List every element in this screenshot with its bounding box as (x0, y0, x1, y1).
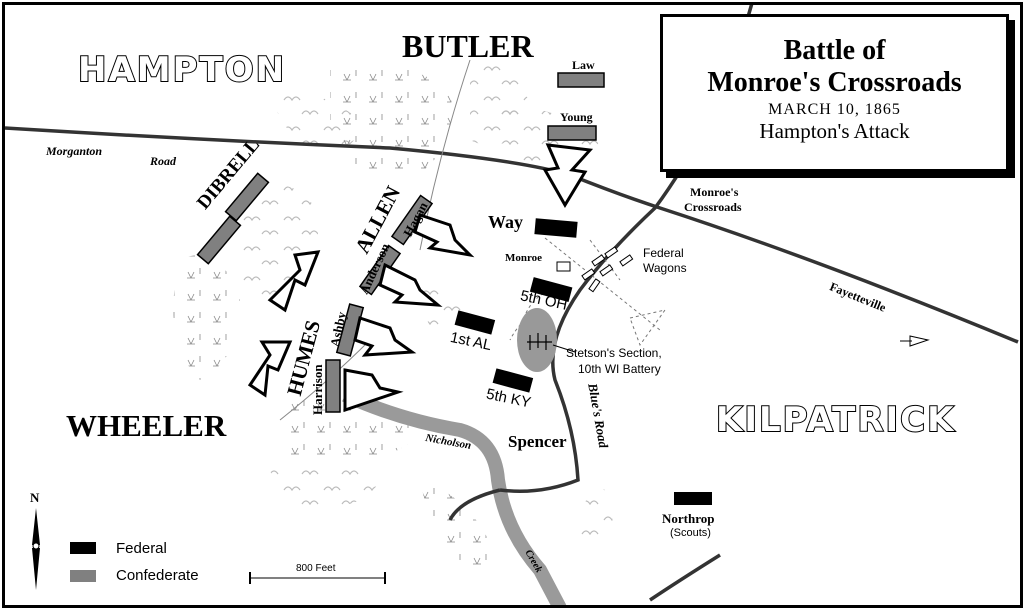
label-road: Road (150, 154, 177, 168)
label-morganton: Morganton (46, 144, 103, 158)
legend-federal-label: Federal (116, 540, 167, 557)
confederate-units (196, 72, 605, 413)
unit-harrison (325, 359, 341, 413)
north-label: N (30, 490, 40, 505)
label-spencer: Spencer (508, 432, 567, 451)
title-line2: Monroe's Crossroads (707, 67, 962, 98)
unit-law (557, 72, 605, 88)
unit-way (534, 218, 578, 238)
label-young: Young (560, 110, 593, 124)
federal-units (454, 218, 712, 505)
stetson-battery-area (517, 308, 557, 372)
scale-bar (249, 572, 386, 584)
federal-wagons (581, 246, 634, 293)
label-hampton: HAMPTON (77, 49, 287, 91)
label-wagons: Wagons (643, 261, 687, 275)
label-monroes: Monroe's (690, 185, 739, 199)
unit-1st-al (454, 310, 496, 335)
legend-federal-swatch (70, 542, 96, 554)
title-box: Battle of Monroe's Crossroads MARCH 10, … (660, 14, 1009, 172)
title-subtitle: Hampton's Attack (759, 119, 910, 143)
label-kilpatrick: KILPATRICK (715, 399, 956, 441)
label-crossroads: Crossroads (684, 200, 742, 214)
attack-arrows (247, 143, 594, 413)
label-stetson-2: 10th WI Battery (578, 362, 661, 376)
title-date: MARCH 10, 1865 (768, 101, 901, 118)
unit-5th-ky (492, 368, 534, 393)
label-law: Law (572, 58, 595, 72)
legend-confederate-label: Confederate (116, 567, 199, 584)
label-wheeler: WHEELER (66, 408, 227, 443)
scale-label: 800 Feet (296, 563, 336, 574)
unit-5th-oh (529, 277, 573, 302)
monroe-house (556, 261, 571, 272)
legend-confederate-swatch (70, 570, 96, 582)
unit-dibrell-1 (224, 172, 270, 222)
label-northrop: Northrop (662, 511, 715, 526)
label-scouts: (Scouts) (670, 527, 711, 539)
unit-dibrell-2 (196, 215, 242, 265)
label-stetson-1: Stetson's Section, (566, 346, 662, 360)
title-line1: Battle of (783, 35, 886, 66)
unit-northrop (674, 492, 712, 505)
label-way: Way (488, 212, 524, 232)
label-monroe: Monroe (505, 252, 543, 264)
label-federal: Federal (643, 246, 684, 260)
nicholson-creek (342, 388, 567, 608)
unit-young (547, 125, 597, 141)
label-harrison: Harrison (310, 364, 325, 415)
label-butler: BUTLER (402, 28, 534, 64)
north-arrow (32, 508, 40, 590)
